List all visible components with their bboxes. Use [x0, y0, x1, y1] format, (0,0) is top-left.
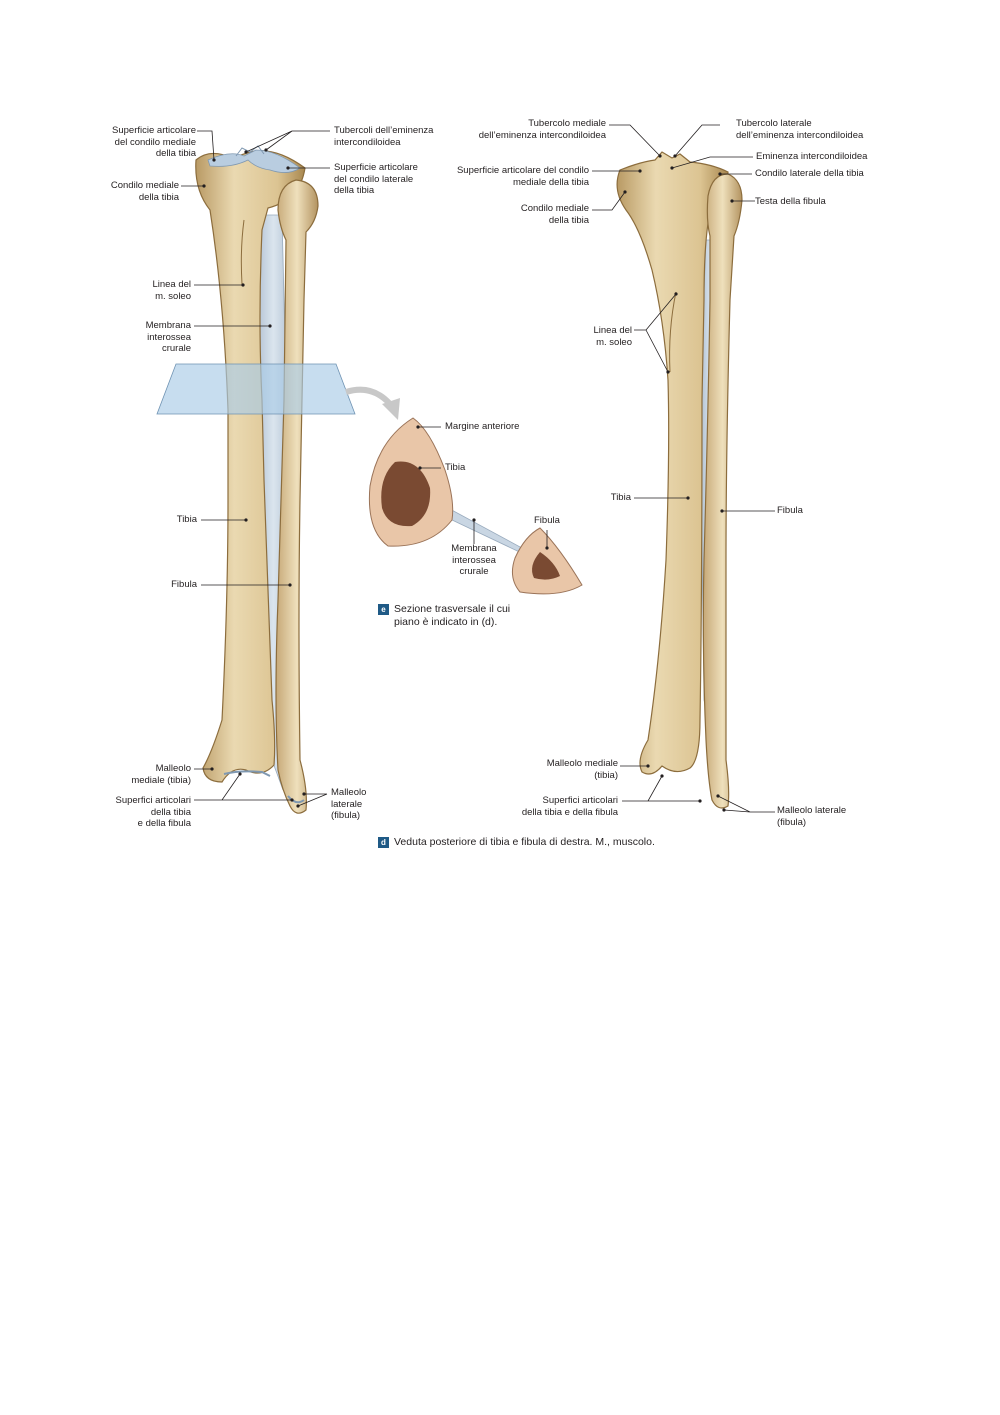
tibial-plateau-cartilage [207, 149, 301, 173]
label-condilo-mediale-left: Condilo mediale della tibia [110, 180, 179, 203]
section-caption: Sezione trasversale il cui piano è indic… [394, 603, 511, 628]
label-fibula-right: Fibula [777, 505, 803, 516]
label-tibia-left: Tibia [176, 514, 197, 525]
leader-dots [202, 148, 734, 812]
label-eminenza-intercondiloidea: Eminenza intercondiloidea [756, 151, 868, 162]
caption-badge-e: e [378, 604, 389, 615]
label-linea-soleo-right: Linea del m. soleo [593, 325, 632, 348]
left-leg-bones [156, 145, 400, 814]
cross-section [368, 417, 583, 595]
label-malleolo-laterale-left: Malleolo laterale (fibula) [331, 787, 367, 821]
right-fibula [702, 173, 743, 809]
label-margine-anteriore: Margine anteriore [445, 421, 520, 432]
section-arrow-head [382, 398, 400, 420]
leader-lines [181, 124, 775, 813]
label-malleolo-laterale-right: Malleolo laterale (fibula) [777, 805, 847, 828]
intercondylar-tubercles-shape [235, 145, 265, 157]
label-superficie-articolare-condilo-laterale: Superficie articolare del condilo latera… [334, 162, 418, 196]
label-membrana-interossea-left: Membrana interossea crurale [145, 320, 191, 354]
left-fibula [275, 179, 319, 814]
label-tubercoli-eminenza: Tubercoli dell’eminenza intercondiloidea [334, 125, 434, 148]
caption-badge-d: d [378, 837, 389, 848]
right-leg-bones [616, 151, 743, 809]
label-testa-fibula: Testa della fibula [755, 196, 826, 207]
label-superficie-articolare-condilo-mediale-right: Superficie articolare del condilo medial… [456, 165, 589, 188]
distal-articular-surfaces [223, 770, 271, 777]
label-tibia-section: Tibia [445, 462, 466, 473]
label-tubercolo-laterale: Tubercolo laterale dell’eminenza interco… [736, 118, 864, 141]
label-superfici-articolari-left: Superfici articolari della tibia e della… [115, 795, 192, 829]
label-linea-soleo-left: Linea del m. soleo [152, 279, 191, 302]
section-tibia-marrow [381, 461, 431, 527]
lateral-malleolus-cartilage [287, 795, 305, 804]
label-fibula-section: Fibula [534, 515, 560, 526]
label-fibula-left: Fibula [171, 579, 197, 590]
figure-caption: Veduta posteriore di tibia e fibula di d… [394, 836, 655, 848]
label-malleolo-mediale-right: Malleolo mediale (tibia) [546, 758, 618, 781]
label-condilo-laterale: Condilo laterale della tibia [755, 168, 864, 179]
label-tibia-right: Tibia [610, 492, 631, 503]
label-membrana-section: Membrana interossea crurale [451, 543, 497, 577]
label-malleolo-mediale-left: Malleolo mediale (tibia) [131, 763, 191, 786]
right-soleal-line [669, 291, 677, 373]
label-condilo-mediale-right: Condilo mediale della tibia [520, 203, 589, 226]
label-superfici-articolari-right: Superfici articolari della tibia e della… [521, 795, 618, 818]
label-tubercolo-mediale: Tubercolo mediale dell’eminenza intercon… [478, 118, 606, 141]
label-superficie-articolare-condilo-mediale: Superficie articolare del condilo medial… [112, 125, 196, 159]
section-arrow [345, 386, 393, 407]
left-soleal-line [240, 219, 245, 285]
section-fibula-marrow [532, 552, 560, 580]
section-plane [156, 363, 356, 415]
